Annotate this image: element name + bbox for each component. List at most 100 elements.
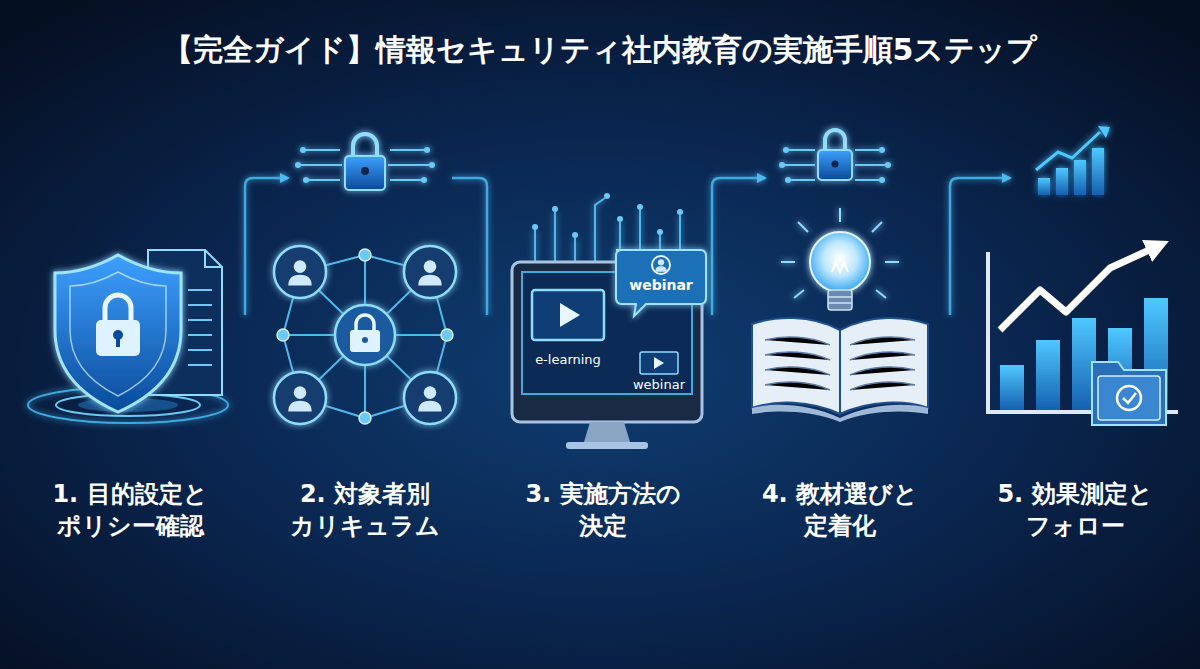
step-box: 5. 効果測定と フォロー (980, 225, 1170, 543)
book-bulb-icon (798, 222, 808, 232)
lock-circuit-icon (300, 147, 306, 153)
growth-chart-icon (988, 246, 1178, 425)
network-people-icon (404, 246, 456, 298)
elearning-monitor-icon (584, 422, 630, 442)
book-bulb-icon (828, 302, 852, 304)
book-bulb-icon (794, 290, 804, 298)
elearning-monitor-icon (560, 303, 580, 327)
bracket-line (245, 178, 288, 315)
elearning-monitor-icon (566, 442, 648, 449)
network-people-icon (288, 260, 311, 285)
book-bulb-icon (781, 208, 899, 298)
book-bulb-icon (839, 208, 841, 222)
step-label: 2. 対象者別 カリキュラム (279, 478, 451, 543)
growth-chart-icon (1036, 340, 1060, 410)
bracket-line (452, 178, 487, 315)
growth-chart-icon (1038, 178, 1050, 195)
book-bulb-icon (810, 232, 870, 292)
shield-lock-icon (188, 290, 212, 365)
book-bulb-icon (752, 318, 840, 414)
book-bulb-icon (752, 405, 928, 422)
lock-circuit-icon (429, 162, 435, 168)
step-box: 4. 教材選びと 定着化 (749, 225, 931, 543)
elearning-monitor-icon (604, 193, 610, 199)
book-bulb-icon (828, 290, 852, 310)
step-label: 4. 教材選びと 定着化 (754, 478, 926, 543)
flow-arrow (934, 339, 977, 342)
lock-circuit-icon (388, 150, 430, 180)
growth-chart-icon (1074, 160, 1086, 195)
growth-chart-icon (1000, 246, 1158, 330)
network-people-icon (404, 372, 456, 424)
network-people-icon (274, 246, 326, 298)
lock-circuit-icon (779, 162, 785, 168)
elearning-monitor-icon (652, 256, 670, 274)
title: 【完全ガイド】情報セキュリティ社内教育の実施手順5ステップ (0, 30, 1200, 71)
bracket-line (712, 178, 765, 315)
lock-circuit-icon (785, 177, 791, 183)
flow-arrow (706, 339, 746, 342)
lock-circuit-icon (424, 147, 430, 153)
screen-label: webinar (622, 377, 696, 392)
elearning-monitor-icon (512, 193, 706, 449)
lock-circuit-icon (295, 134, 435, 190)
shield-lock-icon (105, 295, 131, 322)
lock-circuit-icon (818, 150, 852, 180)
shield-lock-icon (96, 320, 140, 356)
lock-circuit-icon (300, 150, 342, 180)
lock-circuit-icon (879, 177, 885, 183)
network-people-icon (350, 330, 380, 352)
step-label: 1. 目的設定と ポリシー確認 (44, 478, 216, 543)
lock-circuit-icon (784, 150, 886, 180)
flow-arrow (459, 339, 500, 342)
growth-chart-icon (1036, 132, 1100, 170)
step-label: 3. 実施方法の 決定 (517, 478, 689, 543)
bracket-line (950, 178, 1010, 315)
elearning-monitor-icon (532, 193, 683, 238)
elearning-monitor-icon (654, 357, 664, 369)
elearning-monitor-icon (532, 224, 538, 230)
shield-lock-icon (55, 255, 181, 412)
step-box: 2. 対象者別 カリキュラム (274, 225, 456, 543)
shield-lock-icon (28, 250, 228, 423)
bracket-line (245, 178, 1010, 315)
elearning-monitor-icon (616, 250, 706, 316)
elearning-monitor-icon (637, 204, 643, 210)
elearning-monitor-icon (552, 206, 558, 212)
book-bulb-icon (876, 290, 886, 298)
growth-chart-icon (1056, 168, 1068, 195)
lock-circuit-icon (353, 134, 377, 158)
growth-chart-icon (1117, 386, 1141, 410)
book-bulb-icon (840, 318, 928, 414)
elearning-monitor-icon (617, 216, 623, 222)
flow-arrow (233, 339, 271, 342)
lock-circuit-icon (832, 161, 839, 168)
lock-circuit-icon (345, 156, 385, 190)
shield-lock-icon (116, 337, 120, 347)
growth-chart-icon (1036, 126, 1110, 195)
elearning-monitor-icon (655, 259, 667, 272)
book-bulb-icon (752, 208, 928, 422)
shield-lock-icon (70, 272, 166, 396)
elearning-monitor-icon (657, 229, 663, 235)
lock-circuit-icon (295, 162, 301, 168)
book-bulb-icon (828, 296, 852, 298)
network-people-icon (274, 372, 326, 424)
lock-circuit-icon (779, 147, 891, 183)
lock-circuit-icon (885, 162, 891, 168)
shield-lock-icon (188, 290, 212, 365)
network-people-icon (418, 260, 441, 285)
network-people-icon (356, 315, 374, 332)
step-box: 1. 目的設定と ポリシー確認 (30, 225, 230, 543)
growth-chart-icon (1000, 365, 1024, 410)
network-people-icon (418, 386, 441, 411)
growth-chart-icon (1092, 148, 1104, 195)
screen-label: webinar (616, 277, 706, 293)
network-people-icon (277, 329, 289, 341)
lock-circuit-icon (879, 147, 885, 153)
lock-circuit-icon (361, 167, 369, 175)
shield-lock-icon (205, 250, 222, 267)
